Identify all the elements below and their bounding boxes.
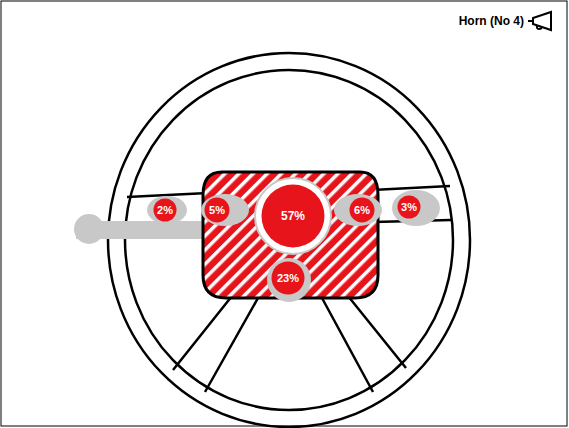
percentage-value: 23% — [277, 273, 299, 284]
horn-pad-hub — [203, 172, 378, 298]
circle-fill — [205, 198, 230, 223]
percentage-value: 3% — [401, 202, 417, 213]
diagram-title: Horn (No 4) — [459, 14, 524, 28]
percentage-circle: 3% — [397, 195, 421, 219]
percentage-circle: 5% — [204, 197, 230, 223]
press-area — [201, 194, 249, 226]
press-area — [267, 258, 311, 302]
wheel-rim-outer — [108, 53, 470, 427]
percentage-circle: 23% — [271, 261, 305, 295]
percentage-value: 2% — [157, 205, 173, 216]
circle-fill — [262, 185, 325, 248]
circle-fill — [154, 199, 177, 222]
percentage-circle: 57% — [261, 184, 325, 248]
circle-fill — [272, 262, 305, 295]
percentage-value: 6% — [354, 205, 370, 216]
percentage-circle: 6% — [349, 197, 375, 223]
wheel-rim-inner — [125, 70, 453, 410]
lower-spokes — [173, 296, 406, 392]
percentage-circle: 2% — [153, 198, 177, 222]
press-area — [255, 178, 331, 254]
press-area — [334, 194, 382, 226]
press-area — [147, 196, 187, 224]
stalk-knob — [74, 214, 104, 244]
circle-fill — [350, 198, 375, 223]
press-area — [392, 190, 440, 226]
percentage-value: 57% — [281, 210, 305, 222]
circle-fill — [398, 196, 421, 219]
percentage-value: 5% — [209, 205, 225, 216]
horn-icon — [528, 12, 551, 30]
